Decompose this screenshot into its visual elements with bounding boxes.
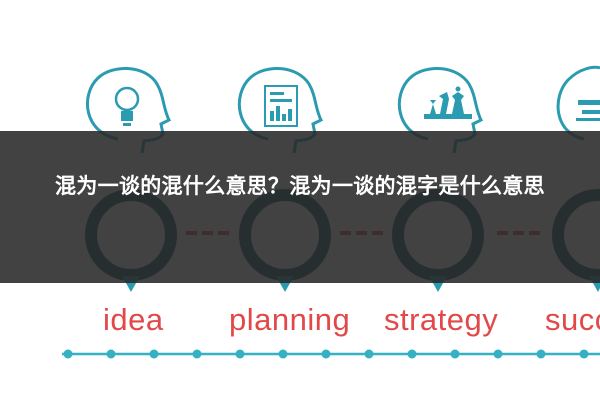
- stage-label-strategy: strategy: [384, 302, 499, 337]
- article-title: 混为一谈的混什么意思？混为一谈的混字是什么意思: [55, 174, 545, 198]
- document-chart-icon: [264, 85, 298, 127]
- title-overlay: [0, 131, 600, 283]
- timeline: [62, 349, 600, 359]
- stage-label-idea: idea: [103, 302, 164, 337]
- lightbulb-icon: [114, 86, 140, 126]
- head-profile-strategy: [397, 66, 484, 154]
- stage-label-planning: planning: [229, 302, 351, 337]
- stage-label-success: succ: [545, 302, 600, 337]
- chess-pieces-icon: [424, 86, 472, 119]
- success-icon: [576, 100, 600, 121]
- head-profile-success: [556, 65, 600, 141]
